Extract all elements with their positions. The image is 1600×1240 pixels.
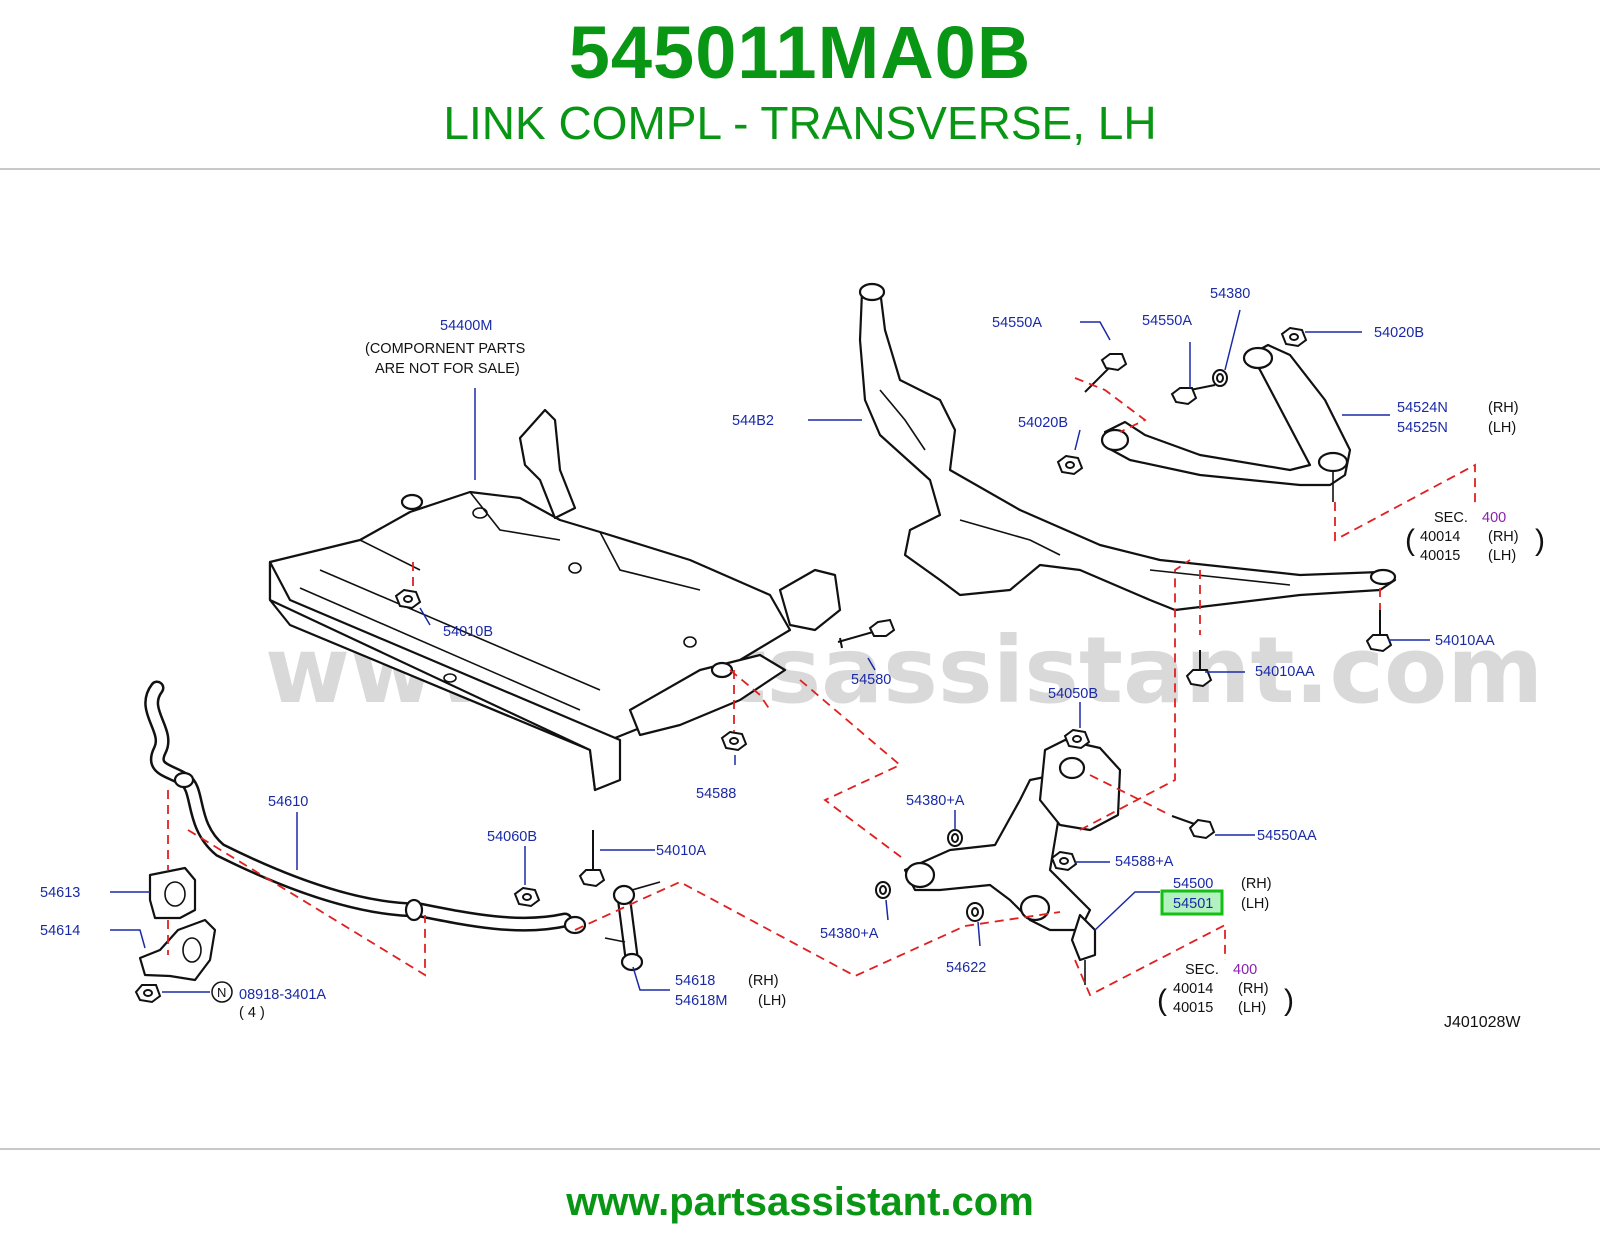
bushing-54613[interactable] [148,866,197,920]
label-54501[interactable]: 54501 [1173,896,1213,912]
nut-54588A-icon[interactable] [1050,850,1078,872]
label-544B2[interactable]: 544B2 [732,413,774,429]
label-54010AA-2[interactable]: 54010AA [1255,664,1315,680]
label-40014-upper: 40014 [1420,529,1460,545]
part-description: LINK COMPL - TRANSVERSE, LH [443,97,1157,149]
label-54500[interactable]: 54500 [1173,876,1213,892]
label-54380[interactable]: 54380 [1210,286,1250,302]
paren-close-lower: ) [1284,984,1294,1017]
label-sec-400-lower[interactable]: 400 [1233,962,1257,978]
label-54525N-lh: (LH) [1488,420,1516,436]
part-number-title: 545011MA0B [568,11,1032,94]
bolt-54010AA-2-icon[interactable] [1185,650,1213,688]
washer-54380-icon[interactable] [1212,369,1228,387]
label-40014-lower-rh: (RH) [1238,981,1269,997]
label-54020B-1[interactable]: 54020B [1374,325,1424,341]
label-54550AA[interactable]: 54550AA [1257,828,1317,844]
label-54500-rh: (RH) [1241,876,1272,892]
label-54618M-lh: (LH) [758,993,786,1009]
washer-54380A-2-icon[interactable] [875,881,891,899]
label-54580[interactable]: 54580 [851,672,891,688]
label-component-note-2: ARE NOT FOR SALE) [375,361,520,377]
footer-url-link[interactable]: www.partsassistant.com [566,1180,1034,1224]
label-54613[interactable]: 54613 [40,885,80,901]
bolt-54010AA-icon[interactable] [1365,610,1393,653]
label-54400M[interactable]: 54400M [440,318,492,334]
label-40014-upper-rh: (RH) [1488,529,1519,545]
stabilizer-link-54618[interactable] [604,881,661,972]
washer-54622-icon[interactable] [966,902,984,922]
label-40015-lower-lh: (LH) [1238,1000,1266,1016]
paren-open-lower: ( [1157,984,1167,1017]
label-54010B[interactable]: 54010B [443,624,493,640]
assembly-lines [167,377,1476,997]
hardware-fasteners [134,326,1393,1004]
label-54550A-2[interactable]: 54550A [1142,313,1192,329]
label-54622[interactable]: 54622 [946,960,986,976]
upper-arm-54525N[interactable] [1100,343,1352,502]
nut-54060B-icon[interactable] [513,886,541,908]
part-labels: 54400M (COMPORNENT PARTS ARE NOT FOR SAL… [40,286,1545,1031]
label-n-symbol: N [217,985,226,1000]
bolt-54010A-icon[interactable] [578,830,606,888]
label-nut-qty: ( 4 ) [239,1005,265,1021]
label-54588[interactable]: 54588 [696,786,736,802]
parts-diagram: www.partsassistant.com [40,282,1545,1031]
label-54525N[interactable]: 54525N [1397,420,1448,436]
label-54614[interactable]: 54614 [40,923,80,939]
label-40015-upper-lh: (LH) [1488,548,1516,564]
label-08918-3401A[interactable]: 08918-3401A [239,987,326,1003]
clamp-54614[interactable] [138,918,217,982]
bolt-54550A-2-icon[interactable] [1170,384,1216,406]
washer-54380A-icon[interactable] [947,829,963,847]
label-54020B-2[interactable]: 54020B [1018,415,1068,431]
bolt-54580-icon[interactable] [837,618,896,649]
nut-54010B-icon[interactable] [394,588,422,610]
n-symbol-icon [211,981,233,1003]
label-40015-upper: 40015 [1420,548,1460,564]
label-54618-rh: (RH) [748,973,779,989]
label-40014-lower: 40014 [1173,981,1213,997]
link-bracket-544B2[interactable] [858,282,1397,612]
nut-54020B-2-icon[interactable] [1056,454,1084,476]
nut-54050B-icon[interactable] [1063,728,1091,750]
paren-close-upper: ) [1535,524,1545,557]
label-54610[interactable]: 54610 [268,794,308,810]
label-54618[interactable]: 54618 [675,973,715,989]
label-54618M[interactable]: 54618M [675,993,727,1009]
drawing-code: J401028W [1444,1014,1521,1031]
label-54501-lh: (LH) [1241,896,1269,912]
bolt-54550A-icon[interactable] [1084,353,1128,393]
header-divider [0,168,1600,170]
label-54010A[interactable]: 54010A [656,843,706,859]
label-54060B[interactable]: 54060B [487,829,537,845]
label-54380A-2[interactable]: 54380+A [820,926,879,942]
nut-08918-icon[interactable] [134,984,162,1004]
bolt-54550AA-icon[interactable] [1171,815,1216,840]
lower-arm-54501[interactable] [903,738,1122,985]
label-54550A-1[interactable]: 54550A [992,315,1042,331]
subframe-54400M[interactable] [268,408,842,792]
label-54050B[interactable]: 54050B [1048,686,1098,702]
label-component-note-1: (COMPORNENT PARTS [365,341,525,357]
label-sec-upper: SEC. [1434,510,1468,526]
label-54524N[interactable]: 54524N [1397,400,1448,416]
leader-lines [110,309,1430,993]
nut-54588-icon[interactable] [720,730,748,752]
paren-open-upper: ( [1405,524,1415,557]
label-40015-lower: 40015 [1173,1000,1213,1016]
label-54588A[interactable]: 54588+A [1115,854,1174,870]
footer-divider [0,1148,1600,1150]
label-54380A-1[interactable]: 54380+A [906,793,965,809]
highlight-54501 [1160,889,1224,916]
label-54010AA-1[interactable]: 54010AA [1435,633,1495,649]
label-54524N-rh: (RH) [1488,400,1519,416]
label-sec-400-upper[interactable]: 400 [1482,510,1506,526]
nut-54020B-icon[interactable] [1280,326,1308,348]
label-sec-lower: SEC. [1185,962,1219,978]
